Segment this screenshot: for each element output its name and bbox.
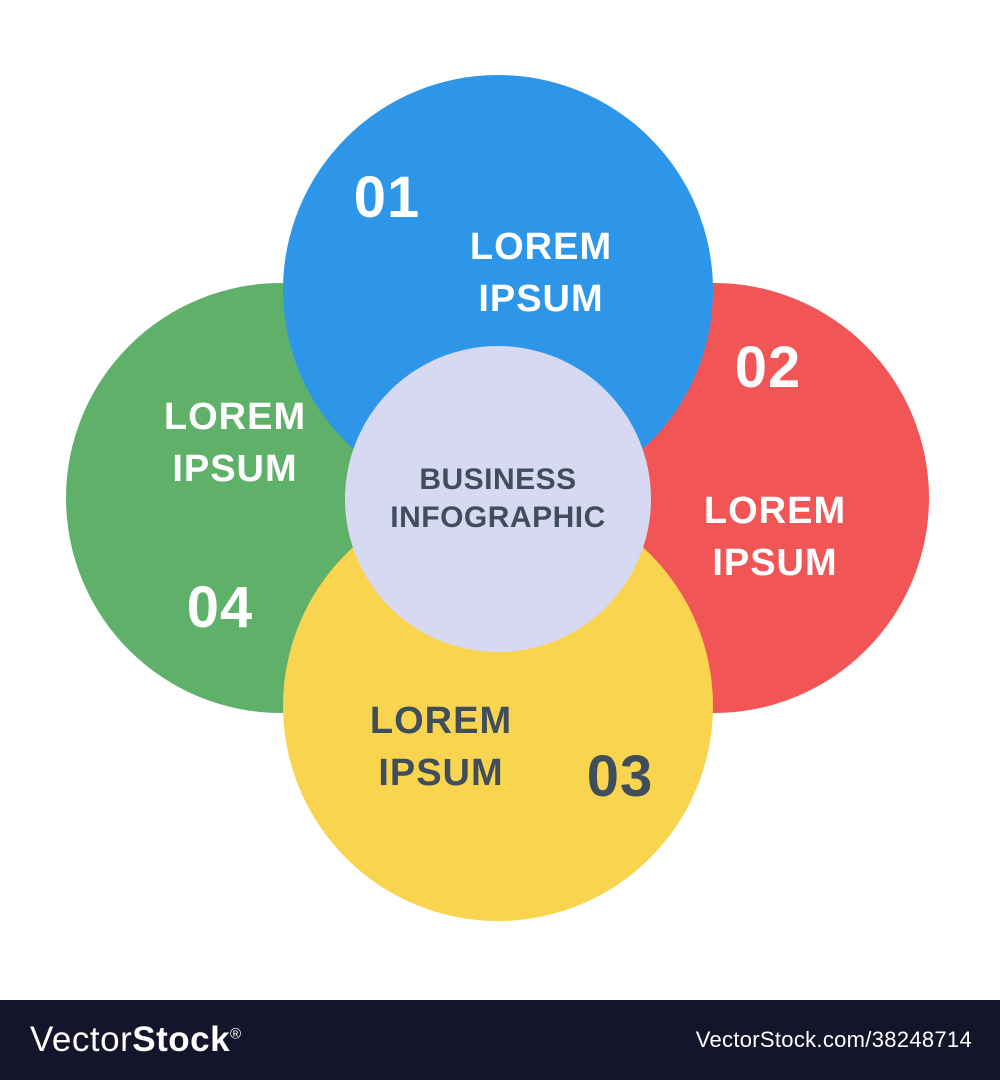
step-1-label-line-1: LOREM (469, 226, 613, 268)
step-3-label: LOREM IPSUM (370, 695, 512, 799)
watermark-bar: VectorStock® VectorStock.com/38248714 (0, 1000, 1000, 1080)
center-title-line-1: BUSINESS (419, 463, 577, 496)
step-2-number: 02 (734, 335, 802, 400)
center-title: BUSINESS INFOGRAPHIC (390, 461, 606, 537)
center-title-line-2: INFOGRAPHIC (390, 501, 606, 534)
watermark-url: VectorStock.com/38248714 (695, 1027, 972, 1052)
step-1-label-line-2: IPSUM (478, 278, 604, 320)
step-1-number: 01 (353, 165, 421, 230)
vectorstock-logo: VectorStock® (30, 1020, 242, 1060)
step-1-circle: 01 LOREM IPSUM (283, 75, 713, 505)
vectorstock-logo-light: Vector (30, 1020, 133, 1059)
vectorstock-logo-bold: Stock (132, 1020, 231, 1059)
center-circle: BUSINESS INFOGRAPHIC (345, 346, 651, 652)
infographic-stage: LOREM IPSUM 04 02 LOREM IPSUM 01 LOREM I… (66, 75, 929, 921)
step-2-label-line-1: LOREM (703, 490, 847, 532)
step-4-number: 04 (186, 575, 254, 640)
step-2-label-line-2: IPSUM (712, 542, 838, 584)
step-3-number: 03 (586, 744, 654, 809)
step-3-label-line-2: IPSUM (378, 752, 504, 794)
registered-mark: ® (230, 1025, 242, 1043)
step-4-label: LOREM IPSUM (164, 391, 306, 495)
step-4-label-line-2: IPSUM (172, 448, 298, 490)
step-4-label-line-1: LOREM (163, 396, 307, 438)
step-2-label: LOREM IPSUM (704, 485, 846, 589)
step-1-label: LOREM IPSUM (470, 221, 612, 325)
step-3-label-line-1: LOREM (369, 700, 513, 742)
